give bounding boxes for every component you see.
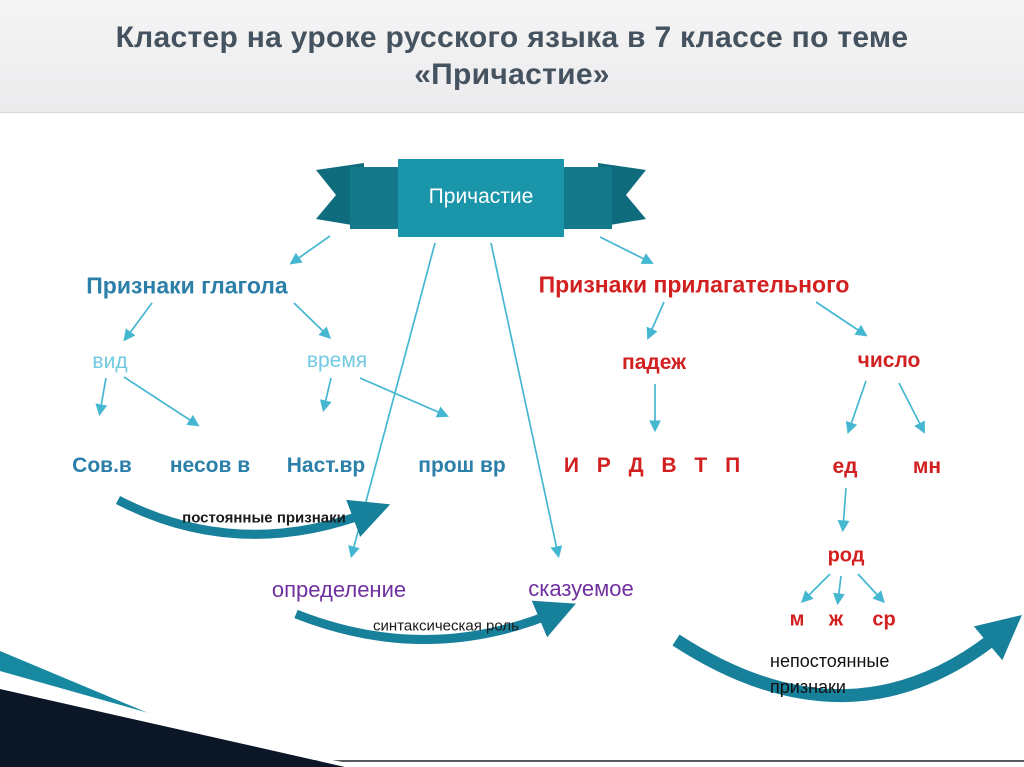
node-vid: вид	[92, 350, 128, 373]
arrow-vid-to-nesov	[123, 376, 200, 427]
arrow-vremya-to-nast	[319, 377, 332, 413]
arrow-rod-to-zh	[833, 575, 845, 606]
title-bar: Кластер на уроке русского языка в 7 клас…	[0, 0, 1024, 113]
node-cases: И Р Д В Т П	[563, 454, 747, 477]
arrow-root-to-opredelenie	[348, 242, 436, 559]
arrow-vremya-to-prosh	[359, 377, 449, 418]
node-ed: ед	[832, 455, 858, 478]
arrow-verb-to-vremya	[293, 302, 332, 339]
root-banner: Причастие	[314, 157, 648, 243]
node-sr: ср	[872, 608, 896, 631]
node-nesov-v: несов в	[169, 454, 251, 477]
node-padezh: падеж	[622, 351, 686, 374]
label-constant-features: постоянные признаки	[182, 509, 346, 527]
node-rod: род	[827, 544, 865, 567]
arrow-rod-to-m	[800, 573, 831, 604]
label-syntax-role: синтаксическая роль	[373, 617, 519, 635]
arrow-adjective-to-padezh	[646, 301, 665, 340]
page-title-line2: «Причастие»	[414, 58, 610, 91]
banner-center-panel	[398, 159, 564, 237]
bottom-rule	[0, 760, 1024, 762]
node-chislo: число	[857, 349, 921, 372]
node-opredelenie: определение	[271, 577, 407, 602]
arrow-chislo-to-mn	[898, 382, 925, 434]
page-title: Кластер на уроке русского языка в 7 клас…	[116, 19, 909, 94]
node-verb-features: Признаки глагола	[86, 272, 288, 299]
page-title-line1: Кластер на уроке русского языка в 7 клас…	[115, 20, 909, 54]
corner-navy-triangle	[0, 689, 345, 767]
arrow-ed-to-rod	[837, 487, 850, 533]
node-vremya: время	[306, 349, 368, 372]
node-zh: ж	[828, 608, 844, 631]
corner-decoration	[0, 651, 368, 767]
node-mn: мн	[912, 455, 942, 478]
banner-ribbon-shape	[316, 159, 646, 237]
node-prosh-vr: прош вр	[418, 454, 506, 477]
arrow-chislo-to-ed	[845, 380, 867, 435]
arrow-vid-to-sov	[95, 377, 108, 417]
arrow-verb-to-vid	[123, 302, 153, 342]
arrow-rod-to-sr	[857, 573, 885, 604]
node-m: м	[789, 608, 805, 631]
root-node-label: Причастие	[428, 185, 534, 208]
banner-left-panel	[350, 167, 400, 229]
arrow-adjective-to-chislo	[815, 301, 868, 337]
banner-right-panel	[562, 167, 612, 229]
node-skazuemoe: сказуемое	[528, 576, 634, 601]
node-adjective-features: Признаки прилагательного	[538, 271, 850, 298]
node-sov-v: Сов.в	[72, 454, 132, 477]
label-nonconstant-features: непостоянные признаки	[770, 651, 890, 697]
node-nast-vr: Наст.вр	[286, 454, 366, 477]
